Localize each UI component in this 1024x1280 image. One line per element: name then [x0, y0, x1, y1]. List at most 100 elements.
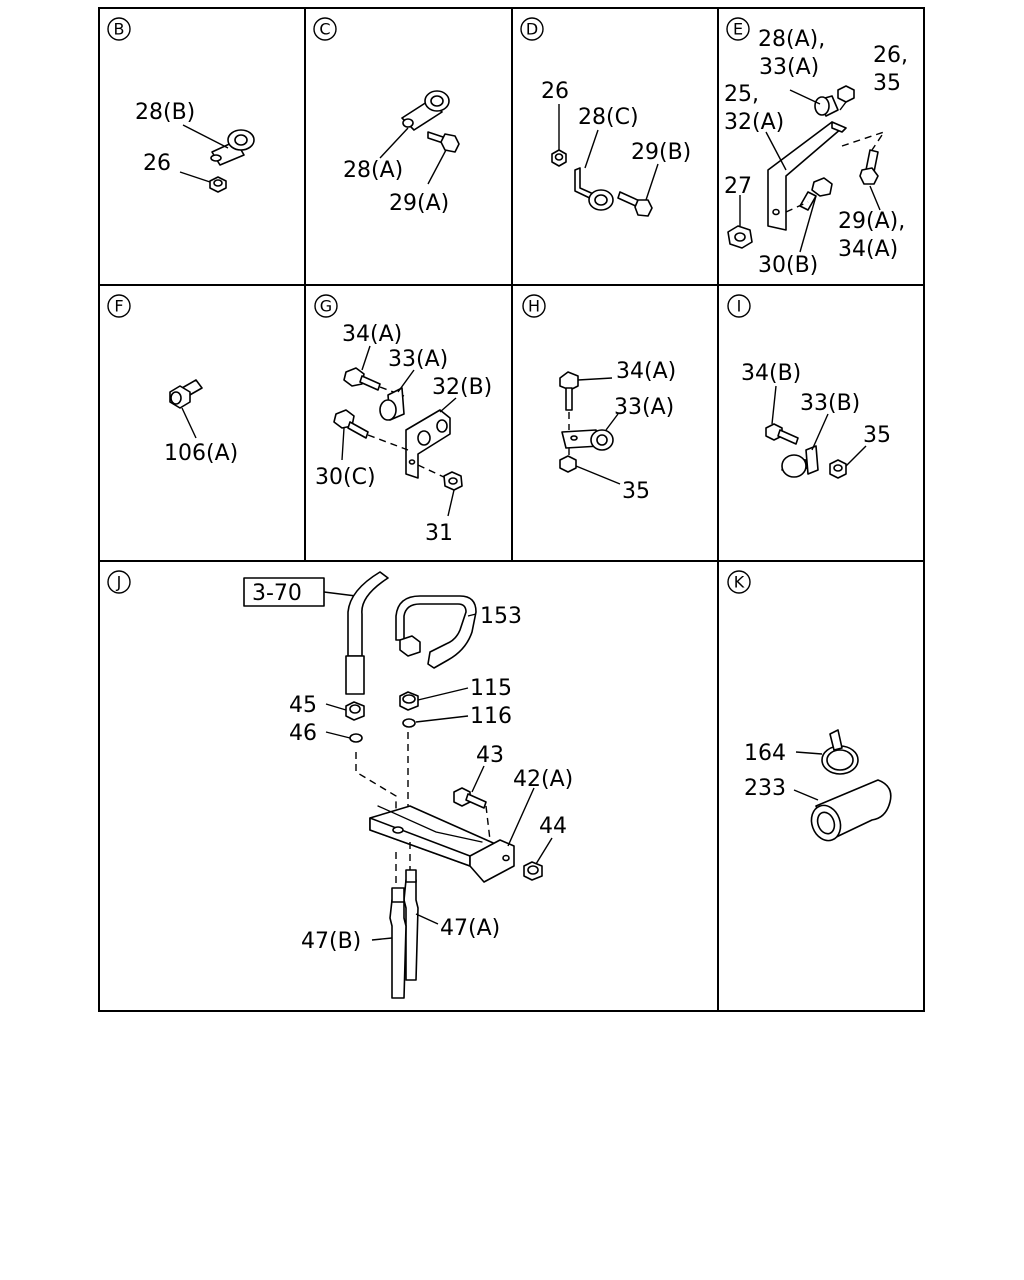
label-233: 233 — [744, 776, 786, 801]
reference-3-70: 3-70 — [252, 581, 302, 606]
panel-f: F 106(A) — [107, 294, 238, 466]
nut-26-drawing — [837, 85, 855, 103]
label-106a: 106(A) — [164, 441, 238, 466]
panel-letter-d: D — [526, 20, 538, 39]
label-33a: 33(A) — [388, 347, 448, 372]
panel-letter-b: B — [114, 20, 125, 39]
label-33a: 33(A) — [614, 395, 674, 420]
panel-letter-h: H — [528, 297, 540, 316]
panel-b: B 28(B) 26 — [107, 17, 255, 193]
label-47a: 47(A) — [440, 916, 500, 941]
label-35: 35 — [863, 423, 891, 448]
label-44: 44 — [539, 814, 567, 839]
nut-35-drawing — [829, 459, 847, 479]
label-32b: 32(B) — [432, 375, 492, 400]
label-27: 27 — [724, 174, 752, 199]
clip-33a-drawing — [561, 429, 614, 451]
label-43: 43 — [476, 743, 504, 768]
hose-47b-drawing — [389, 887, 407, 999]
nut-44-drawing — [523, 861, 543, 881]
label-47b: 47(B) — [301, 929, 361, 954]
panel-grid — [98, 7, 925, 1012]
clip-28b-drawing — [210, 129, 255, 166]
pipe-drawing — [345, 571, 389, 695]
panel-letter-i: I — [737, 297, 742, 316]
label-45: 45 — [289, 693, 317, 718]
label-26: 26 — [541, 79, 569, 104]
reference-box — [243, 577, 325, 607]
bolt-30c-drawing — [333, 409, 369, 439]
bolt-34b-drawing — [765, 423, 799, 445]
bolt-34a-drawing — [559, 371, 579, 411]
label-31: 31 — [425, 521, 453, 546]
label-34b: 34(B) — [741, 361, 801, 386]
panel-letter-f: F — [114, 297, 123, 316]
bracket-32a-drawing — [767, 121, 847, 231]
label-164: 164 — [744, 741, 786, 766]
label-34a: 34(A) — [838, 237, 898, 262]
label-153: 153 — [480, 604, 522, 629]
bolt-29b-drawing — [617, 191, 653, 217]
washer-116-drawing — [402, 718, 416, 728]
bolt-34a-drawing — [343, 367, 381, 391]
bolt-29a-drawing — [859, 149, 879, 185]
clip-33a-drawing — [379, 387, 405, 421]
panel-e: E 28(A), — [724, 17, 908, 278]
clip-28a-drawing — [814, 95, 839, 117]
nut-35-drawing — [559, 455, 577, 473]
nut-115-drawing — [399, 691, 419, 711]
label-25: 25, — [724, 82, 759, 107]
clip-33b-drawing — [781, 445, 819, 478]
panel-letter-j: J — [116, 573, 122, 592]
clip-28a-drawing — [401, 90, 450, 131]
pipe-153-drawing — [395, 595, 477, 669]
label-30b: 30(B) — [758, 253, 818, 278]
bracket-32b-drawing — [405, 409, 451, 479]
clamp-164-drawing — [821, 729, 859, 775]
label-29b: 29(B) — [631, 140, 691, 165]
bolt-43-drawing — [453, 787, 487, 809]
bolt-29a-drawing — [427, 131, 460, 153]
label-33a: 33(A) — [759, 55, 819, 80]
panel-c: C 28(A) 29(A) — [313, 17, 460, 216]
washer-46-drawing — [349, 733, 363, 743]
panel-k: K 164 233 — [727, 570, 892, 842]
label-28b: 28(B) — [135, 100, 195, 125]
panel-h: H 34(A) 33(A) 35 — [522, 294, 676, 504]
bracket-42a-drawing — [369, 805, 515, 883]
panel-g: G 34(A) 33(A) — [314, 294, 492, 546]
label-26: 26 — [143, 151, 171, 176]
label-35: 35 — [873, 71, 901, 96]
panel-letter-e: E — [733, 20, 743, 39]
label-35: 35 — [622, 479, 650, 504]
label-32a: 32(A) — [724, 110, 784, 135]
label-28c: 28(C) — [578, 105, 639, 130]
label-34a: 34(A) — [342, 322, 402, 347]
nut-26-drawing — [551, 149, 567, 167]
hose-233-drawing — [810, 779, 892, 842]
label-115: 115 — [470, 676, 512, 701]
panel-letter-g: G — [320, 297, 332, 316]
label-42a: 42(A) — [513, 767, 573, 792]
panel-d: D 26 28(C) 29(B) — [520, 17, 691, 217]
label-116: 116 — [470, 704, 512, 729]
panel-i: I 34(B) 33(B) 35 — [727, 294, 891, 479]
nut-26-drawing — [209, 176, 227, 193]
label-30c: 30(C) — [315, 465, 376, 490]
bolt-30b-drawing — [799, 177, 833, 211]
label-29a: 29(A) — [389, 191, 449, 216]
label-34a: 34(A) — [616, 359, 676, 384]
nut-27-drawing — [727, 225, 753, 249]
panel-j: J 3-70 — [107, 570, 573, 999]
fitting-106a-drawing — [169, 379, 203, 409]
label-28a: 28(A), — [758, 27, 825, 52]
panel-letter-k: K — [734, 573, 745, 592]
label-26: 26, — [873, 43, 908, 68]
label-33b: 33(B) — [800, 391, 860, 416]
label-28a: 28(A) — [343, 158, 403, 183]
label-46: 46 — [289, 721, 317, 746]
nut-45-drawing — [345, 701, 365, 721]
label-29a: 29(A), — [838, 209, 905, 234]
panel-letter-c: C — [319, 20, 330, 39]
